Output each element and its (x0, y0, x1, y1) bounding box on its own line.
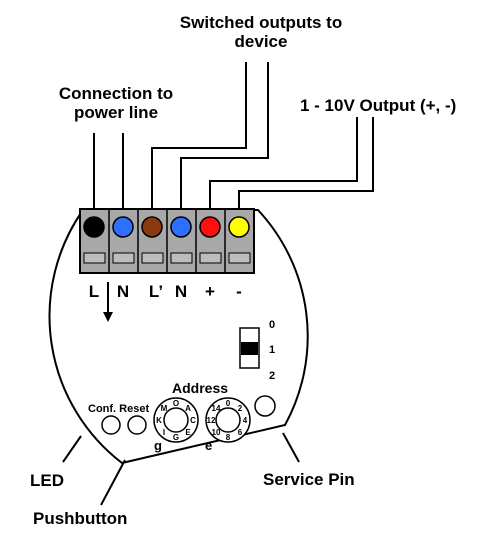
wire-plus (209, 117, 358, 215)
terminal-slot (83, 252, 106, 264)
wires (93, 62, 374, 215)
wire-Lprime (151, 62, 247, 215)
dip-label-1: 1 (269, 344, 275, 356)
terminal-slot (112, 252, 135, 264)
terminal-4-label: + (205, 282, 215, 301)
terminal-0-label: L (89, 282, 99, 301)
terminal-1-screw (112, 216, 134, 238)
dial-left-char-4: G (173, 433, 179, 442)
terminal-2-label: L’ (149, 282, 163, 301)
terminal-block (79, 208, 255, 274)
dial-right-char-6: 12 (207, 416, 216, 425)
dial-left-label: g (154, 438, 162, 453)
dial-right-char-4: 8 (226, 433, 231, 442)
led (101, 415, 121, 435)
dip-switch[interactable] (239, 327, 260, 369)
down-arrow-icon (103, 282, 113, 322)
dial-left-char-5: I (163, 428, 165, 437)
terminal-2-screw (141, 216, 163, 238)
address-label: Address (172, 380, 228, 396)
terminal-4-screw (199, 216, 221, 238)
dial-right-char-3: 6 (238, 428, 243, 437)
dial-left-char-6: K (156, 416, 162, 425)
dial-right-char-0: 0 (226, 399, 231, 408)
dial-left-char-7: M (161, 404, 168, 413)
terminal-1-label: N (117, 282, 129, 301)
wire-minus (238, 117, 374, 215)
terminal-3-screw (170, 216, 192, 238)
terminal-slot (170, 252, 193, 264)
pushbutton-label: Pushbutton (33, 509, 128, 528)
dial-left-char-1: A (185, 404, 191, 413)
dial-right-char-7: 14 (212, 404, 221, 413)
pushbutton[interactable] (127, 415, 147, 435)
conf-reset-label: Conf. Reset (88, 403, 149, 415)
led-label: LED (30, 471, 64, 490)
dial-right-label: e (205, 438, 212, 453)
pointer-lines (62, 432, 300, 506)
switched-outputs-label-line2: device (234, 32, 288, 51)
dip-switch-knob[interactable] (241, 342, 258, 355)
terminal-5-screw (228, 216, 250, 238)
terminal-slot (199, 252, 222, 264)
terminal-0-screw (83, 216, 105, 238)
dial-left-char-2: C (190, 416, 196, 425)
connection-label-line1: Connection to (58, 84, 174, 103)
switched-outputs-label-line1: Switched outputs to (179, 13, 343, 32)
dial-right-char-5: 10 (212, 428, 221, 437)
dial-left-char-3: E (185, 428, 191, 437)
service-pin[interactable] (254, 395, 276, 417)
dial-right-char-1: 2 (238, 404, 243, 413)
analog-output-label: 1 - 10V Output (+, -) (300, 96, 457, 115)
terminal-5-label: - (236, 282, 242, 301)
service-pin-label: Service Pin (263, 470, 355, 489)
terminal-3-label: N (175, 282, 187, 301)
wire-N2 (180, 62, 269, 215)
dial-left-char-0: O (173, 399, 179, 408)
dip-label-0: 0 (269, 319, 275, 331)
terminal-slot (228, 252, 251, 264)
connection-label-line2: power line (73, 103, 159, 122)
dial-right-char-2: 4 (243, 416, 248, 425)
dip-label-2: 2 (269, 370, 275, 382)
terminal-slot (141, 252, 164, 264)
